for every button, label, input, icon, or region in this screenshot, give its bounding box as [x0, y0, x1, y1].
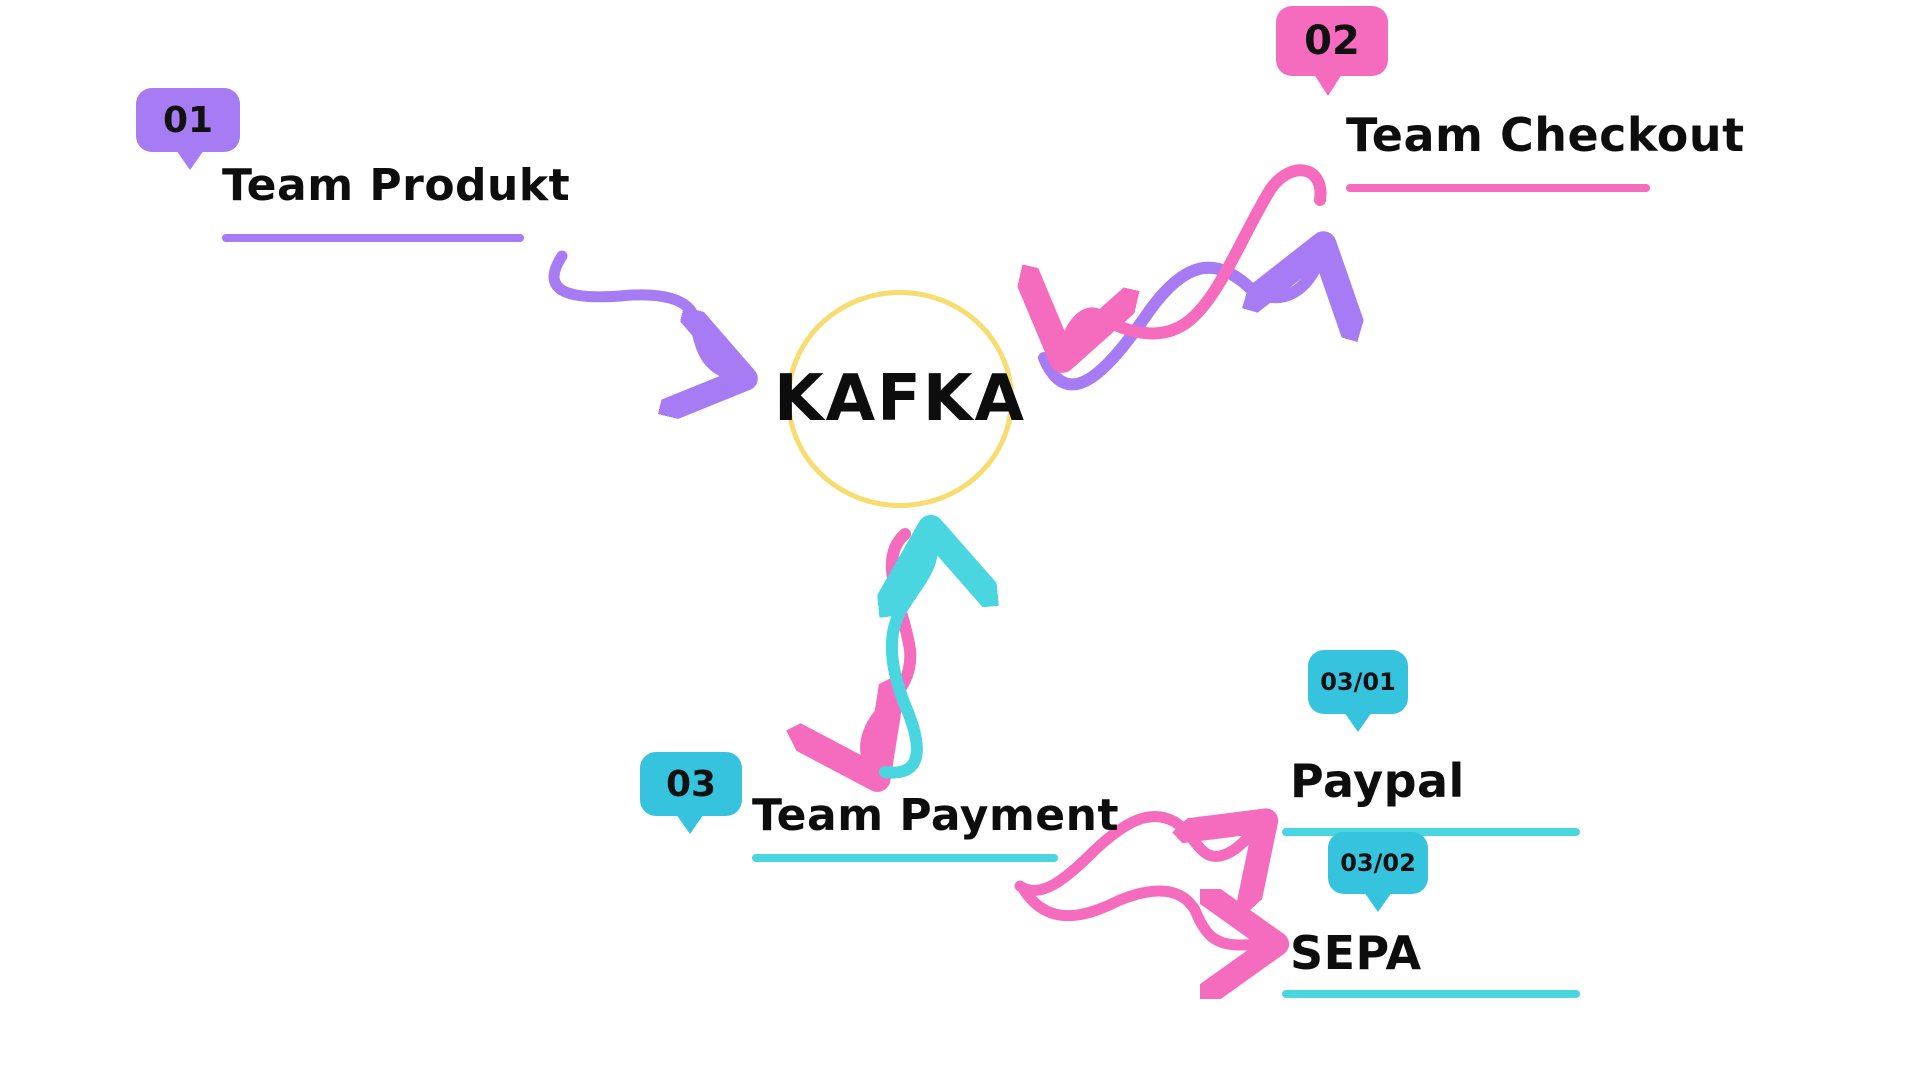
arrow-kafka-to-checkout: [1038, 256, 1320, 391]
paypal-underline: [1282, 828, 1580, 836]
paypal-badge: 03/01: [1308, 650, 1408, 732]
kafka-node: KAFKA: [774, 290, 1024, 508]
sepa-underline: [1282, 990, 1580, 998]
sepa-badge-text: 03/02: [1340, 849, 1416, 877]
arrow-checkout-to-kafka: [1065, 164, 1327, 348]
arrow-produkt-to-kafka: [548, 250, 735, 376]
team-produkt-label: Team Produkt: [222, 160, 571, 211]
arrow-payment-to-paypal: [1014, 817, 1258, 891]
team-payment-badge-text: 03: [665, 763, 717, 805]
paypal-badge-text: 03/01: [1320, 668, 1396, 696]
team-produkt-badge-text: 01: [162, 99, 214, 141]
team-checkout-underline: [1346, 184, 1650, 192]
paypal-label: Paypal: [1290, 754, 1465, 808]
team-payment-badge: 03: [640, 752, 742, 834]
team-checkout-label: Team Checkout: [1346, 108, 1745, 162]
team-produkt-badge: 01: [136, 88, 240, 170]
team-payment-label: Team Payment: [752, 790, 1120, 841]
arrow-payment-to-sepa: [1018, 884, 1266, 945]
team-produkt-underline: [222, 234, 524, 242]
team-payment-underline: [752, 854, 1058, 862]
arrow-payment-to-kafka: [885, 540, 932, 779]
sepa-label: SEPA: [1290, 926, 1422, 980]
kafka-label: KAFKA: [774, 362, 1026, 436]
team-checkout-badge-text: 02: [1304, 18, 1360, 64]
team-checkout-badge: 02: [1276, 6, 1388, 96]
sepa-badge: 03/02: [1328, 832, 1428, 912]
